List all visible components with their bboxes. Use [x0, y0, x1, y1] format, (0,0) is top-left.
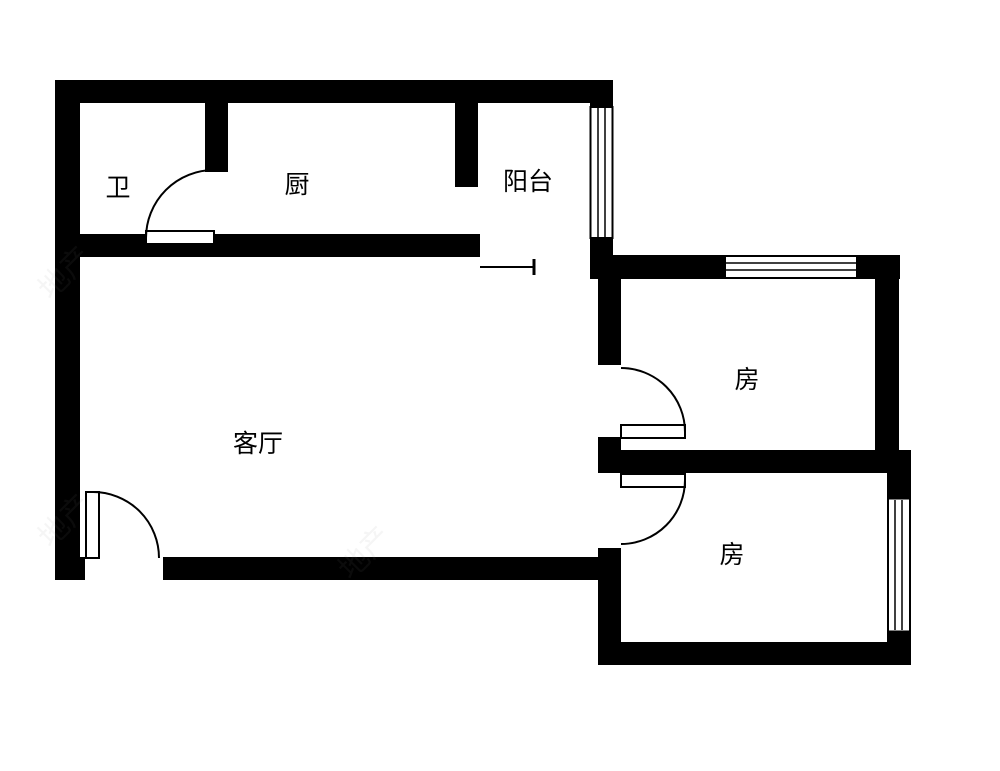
- door-arc-bedroom-top: [620, 367, 686, 433]
- door-entrance: [85, 491, 160, 559]
- door-leaf-bathroom: [145, 230, 215, 245]
- door-arc-bathroom: [145, 169, 215, 239]
- room-label-bedroom-bottom: 房: [719, 541, 744, 569]
- wall-kitchen-balcony-divider: [455, 80, 478, 187]
- window-bedroom-bottom-frame: [887, 497, 911, 633]
- wall-bathroom-kitchen-divider: [205, 80, 228, 172]
- window-bedroom-top: [724, 255, 858, 279]
- wall-under-kitchen: [55, 234, 480, 257]
- room-label-bathroom: 卫: [105, 174, 130, 202]
- room-labels: 卫 厨 阳台 客厅 房 房: [105, 168, 759, 569]
- door-arc-bedroom-bottom: [620, 479, 686, 545]
- window-bedroom-top-frame: [724, 255, 858, 279]
- window-balcony: [589, 106, 614, 239]
- wall-top: [55, 80, 613, 103]
- wall-left: [55, 80, 80, 580]
- window-balcony-frame: [589, 106, 614, 239]
- door-bedroom-top: [620, 367, 686, 439]
- wall-between-bedrooms: [598, 450, 911, 473]
- wall-bottom-left-stub: [55, 557, 85, 580]
- wall-central-lower: [598, 548, 621, 665]
- window-bedroom-bottom: [887, 497, 911, 633]
- room-label-bedroom-top: 房: [734, 366, 759, 394]
- wall-bottom-living: [163, 557, 600, 580]
- door-balcony: [480, 259, 536, 275]
- door-bathroom: [145, 169, 215, 245]
- door-leaf-bedroom-bottom: [620, 473, 686, 488]
- door-arc-entrance: [92, 491, 160, 559]
- door-leaf-bedroom-top: [620, 424, 686, 439]
- room-label-kitchen: 厨: [284, 171, 309, 199]
- room-label-living-room: 客厅: [233, 430, 283, 458]
- room-label-balcony: 阳台: [503, 168, 553, 196]
- walls: [55, 80, 911, 665]
- door-bedroom-bottom: [620, 473, 686, 545]
- door-leaf-entrance: [85, 491, 100, 559]
- wall-bedroom-top-right: [875, 255, 899, 473]
- wall-central-upper: [598, 279, 621, 365]
- wall-bedroom-bottom-bottom: [598, 642, 911, 665]
